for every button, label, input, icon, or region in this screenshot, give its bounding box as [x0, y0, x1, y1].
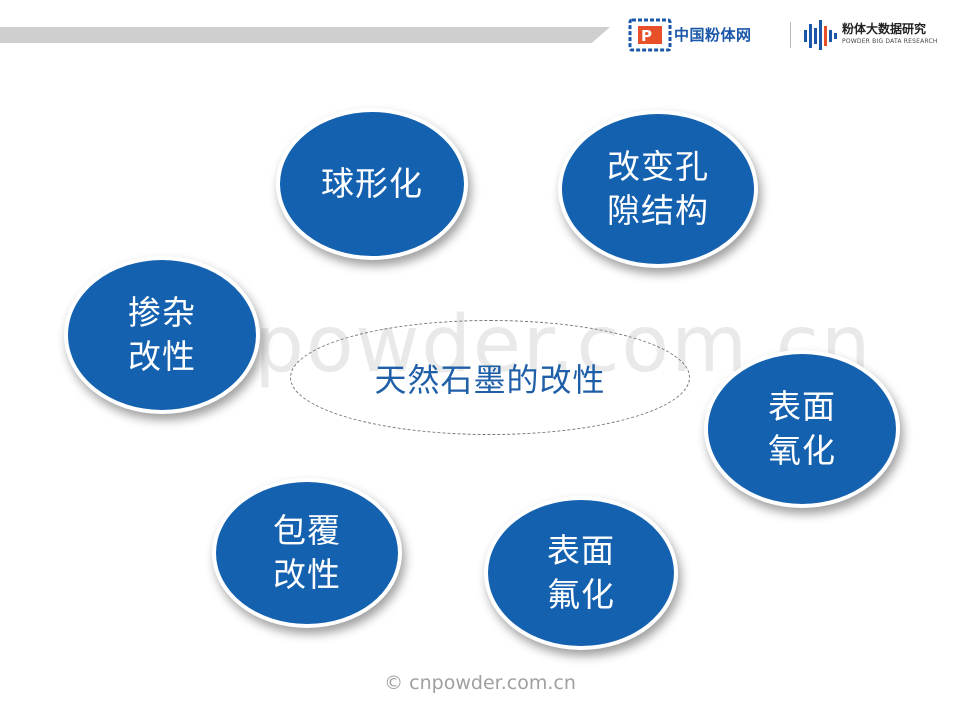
bigdata-logo-subtitle: POWDER BIG DATA RESEARCH	[842, 38, 938, 45]
node-label: 表面 氟化	[547, 531, 615, 614]
node-pore-structure: 改变孔 隙结构	[558, 110, 758, 268]
node-spheroidization: 球形化	[276, 108, 468, 260]
node-label: 掺杂 改性	[128, 293, 196, 376]
footer-copyright: © cnpowder.com.cn	[384, 672, 576, 694]
bigdata-logo-title: 粉体大数据研究	[842, 22, 927, 36]
cnpowder-logo-text: 中国粉体网	[674, 26, 752, 44]
logo-divider	[790, 22, 791, 48]
node-coating: 包覆 改性	[212, 478, 402, 628]
node-surface-fluorination: 表面 氟化	[484, 496, 678, 650]
center-ellipse: 天然石墨的改性	[290, 320, 690, 435]
node-surface-oxidation: 表面 氧化	[704, 350, 900, 508]
node-label: 改变孔 隙结构	[607, 147, 709, 230]
svg-text:P: P	[641, 27, 652, 45]
cnpowder-logo-icon: P	[628, 18, 672, 52]
node-doping: 掺杂 改性	[64, 256, 260, 414]
node-label: 表面 氧化	[768, 387, 836, 470]
node-label: 包覆 改性	[273, 511, 341, 594]
center-title: 天然石墨的改性	[374, 360, 606, 399]
node-label: 球形化	[321, 164, 423, 203]
header-logos: P 中国粉体网 粉体大数据研究 POWDER BIG DATA RESEARCH	[628, 14, 948, 56]
header-bar	[0, 27, 610, 43]
bigdata-logo-icon	[804, 20, 837, 50]
